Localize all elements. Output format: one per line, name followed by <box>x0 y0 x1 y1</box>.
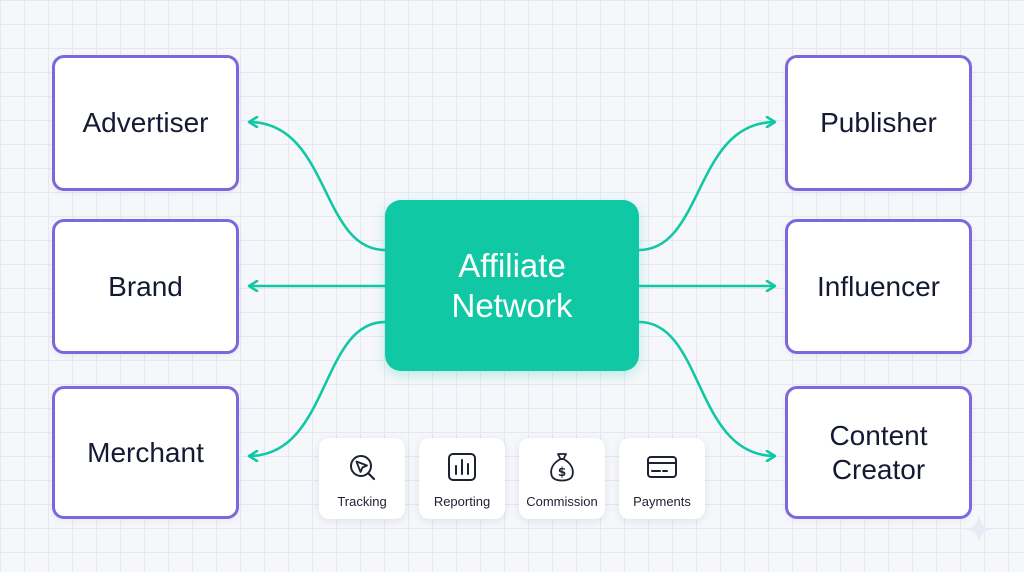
node-brand: Brand <box>52 219 239 354</box>
node-label: Publisher <box>820 107 937 139</box>
svg-text:$: $ <box>558 465 566 479</box>
money-bag-icon: $ <box>550 453 574 482</box>
credit-card-icon <box>647 456 677 478</box>
feature-card-payments: Payments <box>619 438 705 519</box>
node-advertiser: Advertiser <box>52 55 239 191</box>
feature-label: Reporting <box>433 494 491 509</box>
hub-label: Affiliate Network <box>451 246 573 324</box>
bar-chart-icon <box>448 453 476 481</box>
arrow-to-merchant <box>249 320 386 456</box>
hub-affiliate-network: Affiliate Network <box>385 200 639 371</box>
arrow-to-publisher <box>638 122 775 252</box>
feature-label: Tracking <box>337 494 387 509</box>
node-influencer: Influencer <box>785 219 972 354</box>
node-label: Advertiser <box>82 107 209 139</box>
node-label: Merchant <box>87 436 204 468</box>
feature-card-reporting: Reporting <box>419 438 505 519</box>
node-label: Brand <box>108 270 183 302</box>
arrow-to-content-creator <box>638 320 775 456</box>
node-merchant: Merchant <box>52 386 239 519</box>
node-content-creator: Content Creator <box>785 386 972 519</box>
node-label: Content Creator <box>829 420 928 485</box>
node-label: Influencer <box>817 270 940 302</box>
arrow-to-advertiser <box>249 122 386 252</box>
cursor-target-icon <box>350 455 376 481</box>
feature-card-tracking: Tracking <box>319 438 405 519</box>
node-publisher: Publisher <box>785 55 972 191</box>
sparkle-icon <box>964 514 994 544</box>
feature-label: Commission <box>526 494 598 509</box>
feature-card-commission: $ Commission <box>519 438 605 519</box>
feature-label: Payments <box>633 494 691 509</box>
